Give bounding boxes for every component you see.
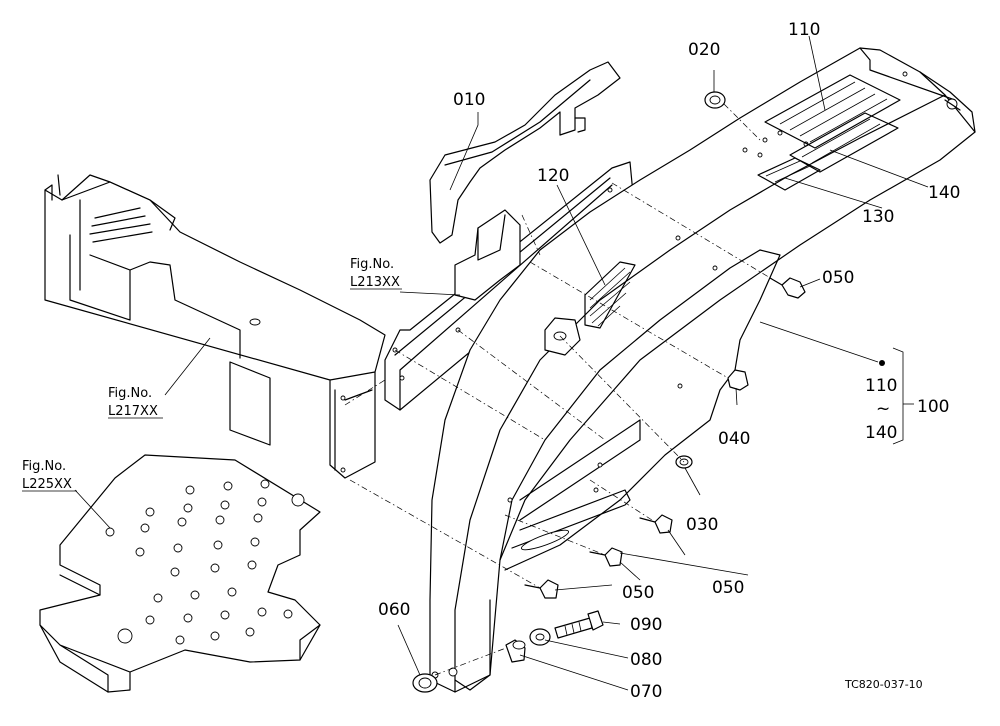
fig-ref-l217-line2: L217XX bbox=[108, 404, 158, 419]
fig-ref-l225-line2: L225XX bbox=[22, 477, 72, 492]
collar-070 bbox=[505, 639, 526, 663]
label-080: 080 bbox=[630, 650, 662, 670]
bolt-050-mid bbox=[639, 514, 673, 534]
label-060: 060 bbox=[378, 600, 410, 620]
label-110-range: 110 bbox=[865, 376, 897, 396]
grommet-060 bbox=[412, 673, 438, 693]
label-040: 040 bbox=[718, 429, 750, 449]
figure-code: TC820-037-10 bbox=[844, 678, 923, 691]
fender-bracket-part bbox=[384, 161, 636, 411]
rubber-grommet-020 bbox=[704, 91, 726, 109]
bolt-090 bbox=[554, 610, 604, 639]
bolt-050-lower-a bbox=[589, 547, 623, 567]
label-050-lower: 050 bbox=[622, 583, 654, 603]
fig-ref-l217-line1: Fig.No. bbox=[108, 386, 152, 401]
floor-frame-part bbox=[44, 174, 386, 479]
nut-040 bbox=[727, 369, 749, 391]
label-110: 110 bbox=[788, 20, 820, 40]
label-090: 090 bbox=[630, 615, 662, 635]
washer-080 bbox=[529, 628, 551, 646]
decal-130-hatch bbox=[765, 160, 811, 183]
label-070: 070 bbox=[630, 682, 662, 702]
assembly-lines bbox=[344, 103, 783, 676]
decal-140-hatch bbox=[801, 118, 881, 164]
step-plate-part bbox=[39, 454, 321, 693]
label-030: 030 bbox=[686, 515, 718, 535]
grab-handle-part bbox=[429, 61, 621, 244]
fender-part bbox=[429, 47, 976, 693]
fig-ref-l225-line1: Fig.No. bbox=[22, 459, 66, 474]
bolt-050-lower-b bbox=[524, 579, 559, 599]
label-130: 130 bbox=[862, 207, 894, 227]
label-120: 120 bbox=[537, 166, 569, 186]
figure-references: Fig.No. L213XX Fig.No. L217XX Fig.No. L2… bbox=[22, 257, 402, 492]
decal-110-hatch bbox=[779, 81, 888, 143]
label-140-range: 140 bbox=[865, 423, 897, 443]
fig-ref-l213-line2: L213XX bbox=[350, 275, 400, 290]
step-plate-holes bbox=[105, 479, 293, 645]
leader-lines bbox=[74, 35, 929, 691]
label-050-upper: 050 bbox=[822, 268, 854, 288]
label-100: 100 bbox=[917, 397, 949, 417]
label-tilde: ~ bbox=[876, 399, 890, 419]
fig-ref-l213-line1: Fig.No. bbox=[350, 257, 394, 272]
label-050-right: 050 bbox=[712, 578, 744, 598]
label-140: 140 bbox=[928, 183, 960, 203]
part-labels: 010 020 110 140 130 120 050 110 ~ 140 10… bbox=[378, 20, 960, 702]
label-010: 010 bbox=[453, 90, 485, 110]
label-020: 020 bbox=[688, 40, 720, 60]
